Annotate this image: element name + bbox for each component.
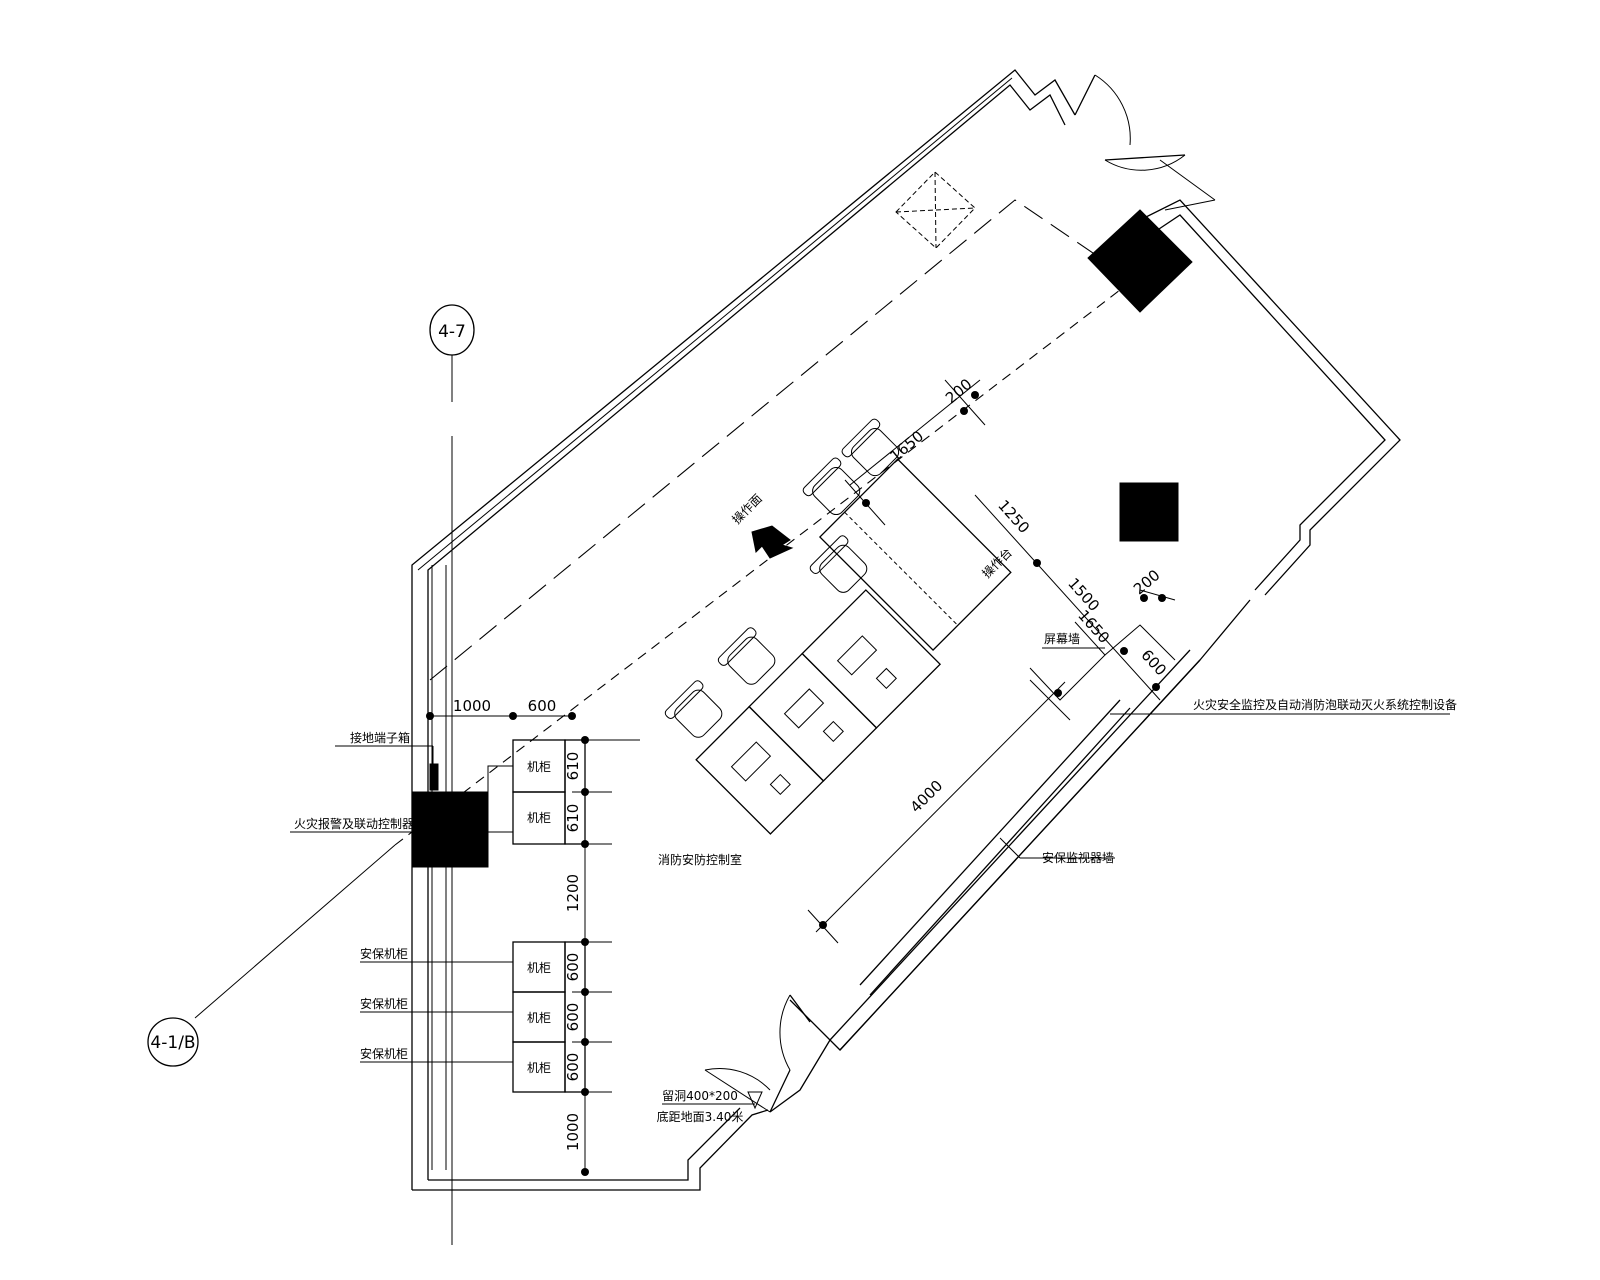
room-name: 消防安防控制室 <box>658 852 742 867</box>
leader-line <box>999 837 1021 859</box>
label-console: 操作台 <box>979 545 1015 581</box>
label-reserved-hole: 留洞400*200 <box>662 1089 738 1103</box>
dim-1650a: 1650 <box>886 427 927 465</box>
dimension-vertical-chain: 610 610 1200 600 600 600 1000 <box>564 736 640 1176</box>
dim-1000: 1000 <box>564 1113 582 1151</box>
axis-4-1b: 4-1/B <box>147 844 396 1067</box>
structural-column-top <box>1087 209 1193 313</box>
center-axis-dashed <box>394 289 1121 846</box>
dim-600c: 600 <box>564 1053 582 1082</box>
reserved-hole-note: 留洞400*200 底距地面3.40米 <box>657 1089 763 1124</box>
door-bottom <box>704 994 811 1113</box>
dim-1650b: 1650 <box>1074 606 1113 646</box>
left-labels: 接地端子箱 火灾报警及联动控制器 安保机柜 安保机柜 安保机柜 <box>290 730 513 1063</box>
label-security-cabinet-1: 安保机柜 <box>360 946 408 961</box>
structural-column-right <box>1119 482 1179 542</box>
fire-alarm-controller-block <box>412 791 489 868</box>
console-area <box>664 418 1012 835</box>
cabinet-label: 机柜 <box>527 811 551 825</box>
label-fire-monitoring: 火灾安全监控及自动消防泡联动灭火系统控制设备 <box>1193 697 1457 712</box>
label-operation-face: 操作面 <box>729 491 765 527</box>
label-security-monitor-wall: 安保监视器墙 <box>1042 850 1114 865</box>
dim-1250: 1250 <box>994 496 1033 536</box>
cabinet-label: 机柜 <box>527 760 551 774</box>
label-hole-height: 底距地面3.40米 <box>657 1109 744 1124</box>
chair-icon <box>841 418 900 477</box>
cabinet-label: 机柜 <box>527 1061 551 1075</box>
dim-600: 600 <box>528 697 557 715</box>
dim-600b: 600 <box>564 1003 582 1032</box>
chair-icon <box>717 627 776 685</box>
dim-600a: 600 <box>564 953 582 982</box>
dim-610a: 610 <box>564 752 582 781</box>
door-top-right <box>1074 74 1216 211</box>
chair-icon <box>802 457 861 516</box>
dimension-top-horizontal: 1000 600 <box>426 697 576 720</box>
operation-zone-outline <box>429 199 1141 681</box>
dim-200b: 200 <box>1130 566 1164 598</box>
dim-600-diagonal: 600 <box>1137 646 1170 679</box>
operation-face-arrow-icon <box>751 525 794 559</box>
dim-610b: 610 <box>564 804 582 833</box>
axis-label-4-7: 4-7 <box>438 322 466 342</box>
label-screen-wall: 屏幕墙 <box>1044 632 1080 646</box>
axis-label-4-1b: 4-1/B <box>150 1033 195 1053</box>
dim-4000: 4000 <box>907 777 947 817</box>
room-walls <box>411 69 1401 1191</box>
dim-1200: 1200 <box>564 874 582 912</box>
shaft-x <box>895 171 976 249</box>
label-security-cabinet-2: 安保机柜 <box>360 996 408 1011</box>
diagonal-dimensions: 1650 200 1250 1500 1650 600 200 4000 <box>807 375 1176 944</box>
label-security-cabinet-3: 安保机柜 <box>360 1046 408 1061</box>
dim-200a: 200 <box>942 375 976 407</box>
cabinet-label: 机柜 <box>527 1011 551 1025</box>
cabinet-label: 机柜 <box>527 961 551 975</box>
chair-icon <box>664 680 723 738</box>
dim-1000: 1000 <box>453 697 491 715</box>
chair-icon <box>809 535 868 593</box>
ground-terminal-box <box>429 763 439 791</box>
label-fire-controller: 火灾报警及联动控制器 <box>294 816 414 831</box>
label-ground-box: 接地端子箱 <box>350 730 410 745</box>
